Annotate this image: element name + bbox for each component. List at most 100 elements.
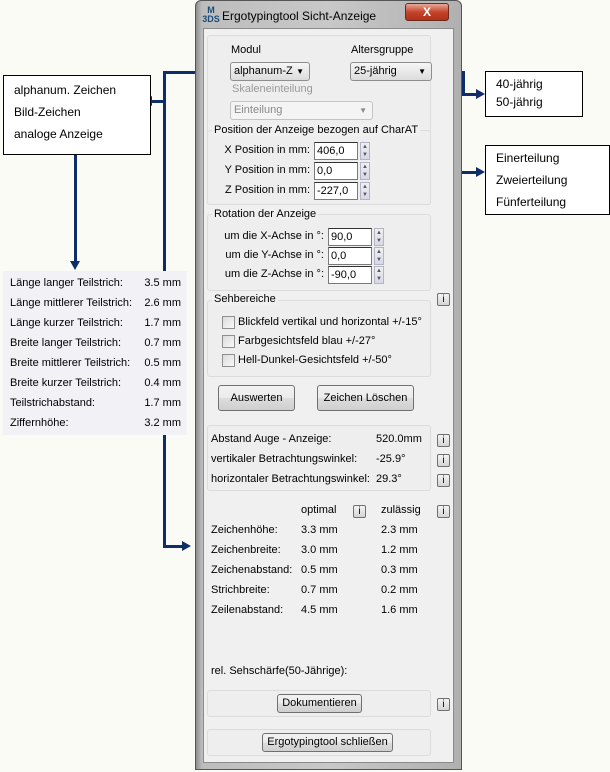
analog-row-label: Breite langer Teilstrich:	[10, 337, 122, 349]
analog-row-value: 0.7 mm	[144, 337, 181, 349]
modul-options-note: alphanum. Zeichen Bild-Zeichen analoge A…	[3, 75, 151, 155]
chevron-down-icon: ▼	[296, 67, 304, 76]
rotation-input[interactable]: -90,0	[328, 266, 372, 284]
modul-dropdown[interactable]: alphanum-Z▼	[230, 62, 310, 81]
dokumentieren-info-button[interactable]: i	[437, 698, 450, 711]
result-info-button[interactable]: i	[437, 434, 450, 447]
alter-options-note: 40-jährig 50-jährig	[485, 71, 583, 117]
sehbereiche-group-title: Sehbereiche	[212, 293, 278, 305]
optimal-info-button[interactable]: i	[353, 505, 366, 518]
table-row-optimal: 3.0 mm	[301, 544, 338, 556]
analog-row-value: 0.4 mm	[144, 377, 181, 389]
table-row-optimal: 4.5 mm	[301, 604, 338, 616]
note-item: 50-jährig	[496, 95, 543, 109]
table-row-zulaessig: 1.6 mm	[381, 604, 418, 616]
analog-row-label: Ziffernhöhe:	[10, 417, 69, 429]
skala-options-note: Einerteilung Zweierteilung Fünferteilung	[485, 145, 610, 215]
sehschaerfe-label: rel. Sehschärfe(50-Jährige):	[211, 665, 348, 677]
result-label: Abstand Auge - Anzeige:	[211, 433, 332, 445]
auswerten-button[interactable]: Auswerten	[218, 385, 295, 411]
spinner-arrows-icon[interactable]: ▲▼	[374, 266, 384, 284]
rotation-label: um die Y-Achse in °:	[225, 249, 324, 261]
zulaessig-info-button[interactable]: i	[437, 505, 450, 518]
sehbereich-label: Blickfeld vertikal und horizontal +/-15°	[238, 316, 422, 328]
arrow-right-icon	[476, 167, 485, 177]
col-optimal-header: optimal	[301, 504, 337, 516]
result-info-button[interactable]: i	[437, 474, 450, 487]
sehbereiche-info-button[interactable]: i	[437, 293, 450, 306]
altersgruppe-dropdown[interactable]: 25-jährig▼	[350, 62, 432, 81]
rotation-group	[207, 214, 431, 291]
connector-line	[74, 155, 77, 263]
connector-line	[150, 100, 165, 103]
result-value: 520.0mm	[376, 433, 422, 445]
rotation-input[interactable]: 90,0	[328, 228, 372, 246]
table-row-optimal: 0.7 mm	[301, 584, 338, 596]
table-row-zulaessig: 2.3 mm	[381, 524, 418, 536]
rotation-group-title: Rotation der Anzeige	[212, 208, 319, 220]
table-row-optimal: 0.5 mm	[301, 564, 338, 576]
note-item: Einerteilung	[496, 151, 560, 165]
result-value: -25.9°	[376, 453, 406, 465]
spinner-arrows-icon[interactable]: ▲▼	[374, 228, 384, 246]
table-row-zulaessig: 1.2 mm	[381, 544, 418, 556]
table-row-zulaessig: 0.2 mm	[381, 584, 418, 596]
table-row-zulaessig: 0.3 mm	[381, 564, 418, 576]
spinner-arrows-icon[interactable]: ▲▼	[374, 247, 384, 265]
result-info-button[interactable]: i	[437, 454, 450, 467]
sehbereich-label: Hell-Dunkel-Gesichtsfeld +/-50°	[238, 354, 392, 366]
sehbereich-checkbox[interactable]	[222, 316, 235, 329]
spinner-arrows-icon[interactable]: ▲▼	[360, 162, 370, 180]
table-row-label: Zeichenhöhe:	[211, 524, 278, 536]
skaleneinteilung-label: Skaleneinteilung	[232, 83, 313, 95]
rotation-label: um die X-Achse in °:	[224, 230, 324, 242]
analog-row-label: Breite mittlerer Teilstrich:	[10, 357, 131, 369]
analog-row-label: Länge kurzer Teilstrich:	[10, 317, 123, 329]
analog-row-label: Länge mittlerer Teilstrich:	[10, 297, 133, 309]
arrow-right-icon	[476, 89, 485, 99]
position-input[interactable]: 0,0	[314, 162, 358, 180]
note-item: Zweierteilung	[496, 173, 568, 187]
analog-row-value: 3.2 mm	[144, 417, 181, 429]
position-group-title: Position der Anzeige bezogen auf CharAT	[212, 124, 421, 136]
connector-line	[163, 545, 183, 548]
spinner-arrows-icon[interactable]: ▲▼	[360, 182, 370, 200]
result-label: vertikaler Betrachtungswinkel:	[211, 453, 358, 465]
note-item: Bild-Zeichen	[14, 105, 81, 119]
dokumentieren-button[interactable]: Dokumentieren	[277, 694, 362, 713]
ergotypingtool-schliessen-button[interactable]: Ergotypingtool schließen	[262, 733, 393, 752]
result-label: horizontaler Betrachtungswinkel:	[211, 473, 370, 485]
table-row-label: Zeichenbreite:	[211, 544, 281, 556]
analog-row-value: 3.5 mm	[144, 277, 181, 289]
rotation-label: um die Z-Achse in °:	[224, 268, 324, 280]
modul-label: Modul	[231, 44, 261, 56]
spinner-arrows-icon[interactable]: ▲▼	[360, 142, 370, 160]
modul-value: alphanum-Z	[234, 65, 293, 77]
rotation-input[interactable]: 0,0	[328, 247, 372, 265]
connector-line	[462, 93, 477, 96]
table-row-label: Zeichenabstand:	[211, 564, 293, 576]
analog-row-value: 2.6 mm	[144, 297, 181, 309]
table-row-optimal: 3.3 mm	[301, 524, 338, 536]
sehbereich-checkbox[interactable]	[222, 335, 235, 348]
position-input[interactable]: -227,0	[314, 182, 358, 200]
altersgruppe-value: 25-jährig	[354, 65, 397, 77]
results-group	[207, 425, 431, 491]
note-item: analoge Anzeige	[14, 127, 103, 141]
table-row-label: Zeilenabstand:	[211, 604, 284, 616]
note-item: alphanum. Zeichen	[14, 83, 117, 97]
arrow-right-icon	[182, 541, 191, 551]
zeichen-loeschen-button[interactable]: Zeichen Löschen	[317, 385, 414, 411]
close-window-button[interactable]: X	[405, 3, 449, 21]
arrow-down-icon	[70, 261, 80, 270]
result-value: 29.3°	[376, 473, 402, 485]
position-label: X Position in mm:	[224, 144, 310, 156]
chevron-down-icon: ▼	[359, 106, 367, 115]
sehbereich-checkbox[interactable]	[222, 354, 235, 367]
skaleneinteilung-dropdown[interactable]: Einteilung▼	[230, 101, 373, 120]
position-label: Z Position in mm:	[225, 184, 310, 196]
analog-row-value: 1.7 mm	[144, 317, 181, 329]
position-input[interactable]: 406,0	[314, 142, 358, 160]
